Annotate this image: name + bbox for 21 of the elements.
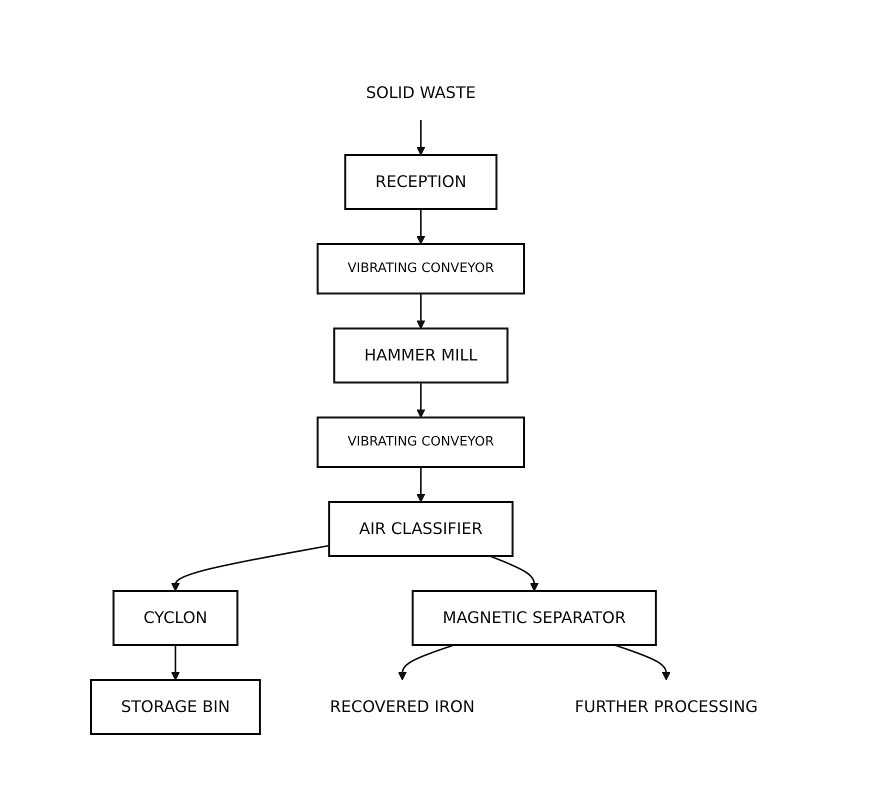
node-box: CYCLON <box>112 590 238 646</box>
node-box: VIBRATING CONVEYOR <box>316 243 525 294</box>
arrow <box>416 120 425 156</box>
node-box: MAGNETIC SEPARATOR <box>411 590 656 646</box>
arrow <box>416 209 425 244</box>
arrow <box>416 467 425 502</box>
arrow <box>398 644 454 680</box>
arrow <box>416 294 425 329</box>
node-box: VIBRATING CONVEYOR <box>316 416 525 468</box>
node-box: AIR CLASSIFIER <box>328 501 514 557</box>
arrow <box>489 555 538 592</box>
arrow <box>614 644 670 680</box>
node-box: STORAGE BIN <box>90 679 261 735</box>
arrow <box>170 645 180 680</box>
node-text: SOLID WASTE <box>366 83 476 102</box>
node-box: RECEPTION <box>344 154 498 210</box>
node-text: RECOVERED IRON <box>330 697 474 716</box>
arrow <box>416 382 425 418</box>
node-text: FURTHER PROCESSING <box>574 697 758 716</box>
arrow <box>170 544 329 592</box>
node-box: HAMMER MILL <box>332 328 508 384</box>
